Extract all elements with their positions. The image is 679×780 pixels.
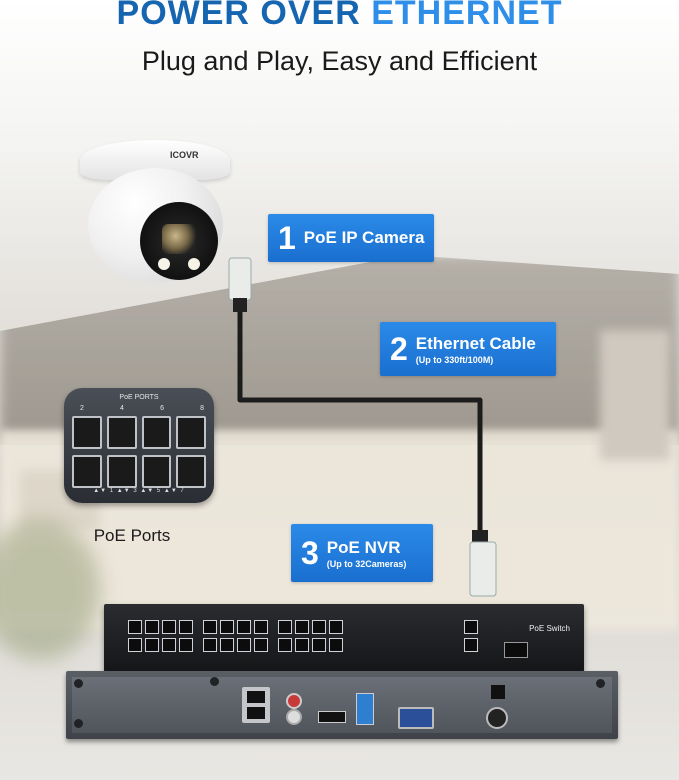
rj45-port bbox=[141, 416, 172, 449]
label-number: 2 bbox=[390, 331, 408, 367]
switch-uplink-ports bbox=[464, 620, 478, 652]
ports-grid bbox=[72, 416, 206, 488]
label-ethernet-cable: 2 Ethernet Cable (Up to 330ft/100M) bbox=[380, 322, 556, 376]
rj45-connector-bottom bbox=[469, 541, 497, 597]
label-number: 1 bbox=[278, 220, 296, 256]
label-number: 3 bbox=[301, 535, 319, 571]
poe-switch: PoE Switch bbox=[104, 604, 584, 672]
label-poe-nvr: 3 PoE NVR (Up to 32Cameras) bbox=[291, 524, 433, 582]
switch-port-block bbox=[128, 620, 193, 652]
camera-led bbox=[158, 258, 170, 270]
title-part1: POWER OVER bbox=[116, 0, 361, 32]
camera-brand-logo: ICOVR bbox=[170, 150, 199, 160]
rj45-port bbox=[176, 455, 206, 488]
label-text: PoE IP Camera bbox=[303, 228, 425, 247]
nvr-recorder bbox=[66, 671, 618, 739]
ports-footer: ▲▼ 1 ▲▼ 3 ▲▼ 5 ▲▼ 7 bbox=[93, 488, 185, 494]
screw bbox=[74, 679, 83, 688]
background-window bbox=[600, 330, 670, 460]
poe-ports-inset: PoE PORTS 2 4 6 8 ▲▼ 1 ▲▼ 3 ▲▼ 5 ▲▼ 7 bbox=[64, 388, 214, 503]
screw bbox=[596, 679, 605, 688]
rj45-port bbox=[141, 455, 172, 488]
power-switch bbox=[491, 685, 505, 699]
screw bbox=[74, 719, 83, 728]
screw bbox=[210, 677, 219, 686]
rj45-port bbox=[106, 455, 137, 488]
switch-ports bbox=[128, 620, 343, 652]
nvr-lan-ports bbox=[242, 687, 270, 723]
rj45-port bbox=[72, 455, 102, 488]
background-tree bbox=[0, 520, 100, 660]
rj45-port bbox=[106, 416, 137, 449]
port-number: 4 bbox=[120, 405, 124, 412]
switch-sfp-port bbox=[504, 642, 528, 658]
rj45-port bbox=[176, 416, 206, 449]
hdmi-port bbox=[318, 711, 346, 723]
label-subtext: (Up to 32Cameras) bbox=[326, 558, 407, 569]
dome-camera: ICOVR bbox=[70, 140, 245, 290]
usb-ports bbox=[356, 693, 374, 725]
label-poe-ip-camera: 1 PoE IP Camera bbox=[268, 214, 434, 262]
nvr-back-panel bbox=[72, 677, 612, 733]
ports-numbers: 2 4 6 8 bbox=[80, 405, 204, 412]
page-title: POWER OVER ETHERNET bbox=[0, 0, 679, 33]
rj45-port bbox=[72, 416, 102, 449]
ports-header: PoE PORTS bbox=[119, 394, 159, 401]
dc-power-jack bbox=[486, 707, 508, 729]
camera-lens bbox=[162, 224, 196, 254]
page-subtitle: Plug and Play, Easy and Efficient bbox=[141, 46, 538, 76]
port-number: 2 bbox=[80, 405, 84, 412]
title-part2: ETHERNET bbox=[371, 0, 563, 32]
camera-led bbox=[188, 258, 200, 270]
audio-in-jack bbox=[286, 709, 302, 725]
label-subtext: (Up to 330ft/100M) bbox=[415, 354, 494, 365]
switch-port-block bbox=[278, 620, 343, 652]
label-text: PoE NVR bbox=[326, 537, 401, 557]
vga-port bbox=[398, 707, 434, 729]
switch-label: PoE Switch bbox=[529, 624, 570, 633]
port-number: 6 bbox=[160, 405, 164, 412]
ports-caption: PoE Ports bbox=[93, 526, 171, 545]
switch-port-block bbox=[203, 620, 268, 652]
audio-out-jack bbox=[286, 693, 302, 709]
label-text: Ethernet Cable bbox=[415, 333, 536, 353]
port-number: 8 bbox=[200, 405, 204, 412]
